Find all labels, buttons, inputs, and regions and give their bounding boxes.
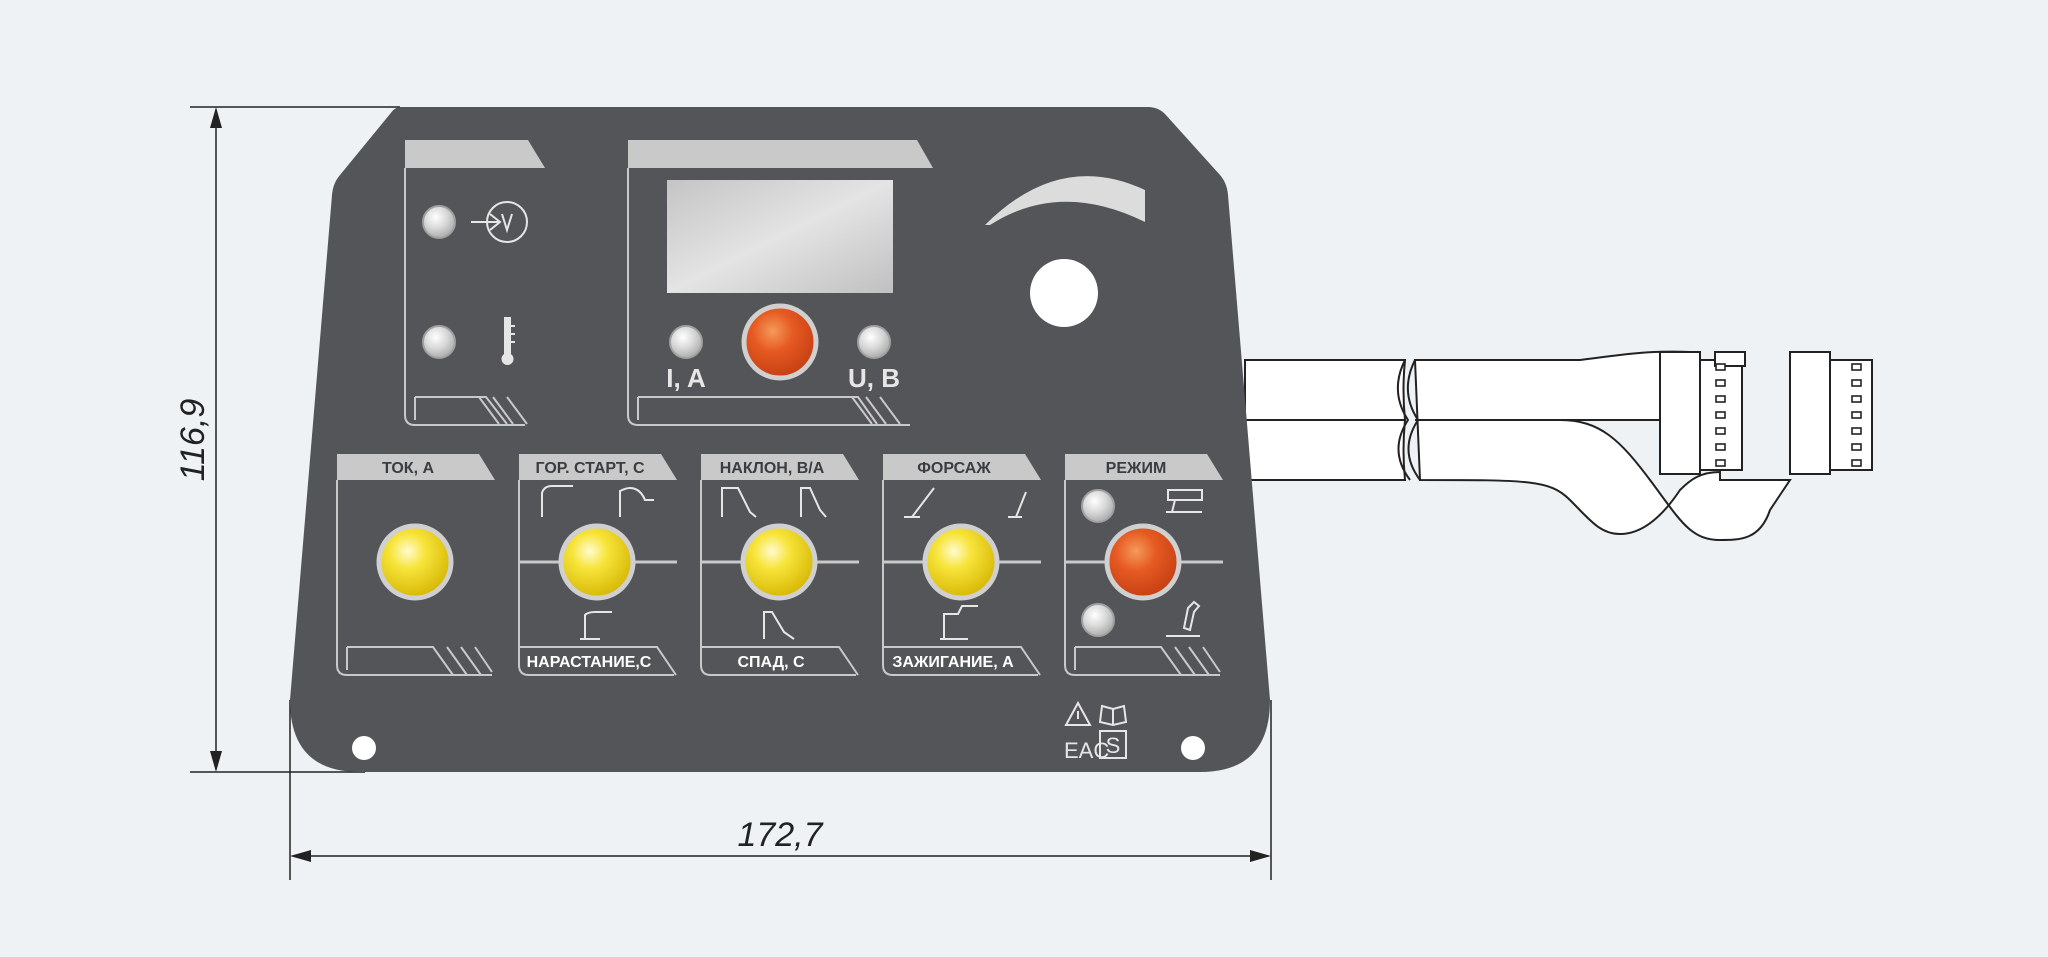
hot-start-icon xyxy=(541,485,573,517)
thermometer-icon xyxy=(501,317,515,365)
current-module: ТОК, А xyxy=(336,454,495,676)
slope-icon xyxy=(721,487,757,518)
warning-icon xyxy=(1064,700,1092,726)
control-panel-body xyxy=(290,107,1270,772)
eac-mark: EAC xyxy=(1064,738,1109,763)
encoder-mount-hole xyxy=(1030,259,1098,327)
s-mark: S xyxy=(1099,730,1127,759)
current-indicator-label: I, A xyxy=(666,363,706,393)
arc-force-icon xyxy=(904,487,1027,518)
width-dimension-label: 172,7 xyxy=(737,816,823,854)
vrd-icon xyxy=(471,201,528,243)
current-module-knob[interactable] xyxy=(376,523,454,601)
mode-module: РЕЖИМ xyxy=(1064,454,1223,676)
mode-tig-icon xyxy=(1166,489,1203,513)
hot-start-module: ГОР. СТАРТ, С НАРАСТАНИЕ,С xyxy=(518,454,677,676)
upslope-icon xyxy=(619,486,654,517)
mounting-hole-left xyxy=(352,736,376,760)
slope-module-bottom-label: СПАД, С xyxy=(737,654,804,671)
mode-mma-icon xyxy=(1166,600,1201,637)
dimension-width xyxy=(289,700,1272,880)
mode-led-top xyxy=(1081,489,1115,523)
mode-module-knob[interactable] xyxy=(1104,523,1182,601)
display-select-button[interactable] xyxy=(741,303,819,381)
voltage-led xyxy=(857,325,891,359)
dimension-height xyxy=(190,106,400,773)
downslope-curve-icon xyxy=(763,611,795,640)
main-encoder-area xyxy=(985,176,1145,327)
voltage-indicator-label: U, B xyxy=(848,363,900,393)
overheat-led xyxy=(422,325,456,359)
vrd-led xyxy=(422,205,456,239)
mounting-hole-right xyxy=(1181,736,1205,760)
current-led xyxy=(669,325,703,359)
hot-start-module-knob[interactable] xyxy=(558,523,636,601)
cable-connector-left xyxy=(1659,351,1746,475)
current-module-title: ТОК, А xyxy=(382,460,434,477)
arc-force-module: ФОРСАЖ ЗАЖИГАНИЕ, А xyxy=(882,454,1041,676)
arc-force-module-knob[interactable] xyxy=(922,523,1000,601)
status-module xyxy=(404,140,545,426)
slope-module-knob[interactable] xyxy=(740,523,818,601)
slope-module: НАКЛОН, В/А СПАД, С xyxy=(700,454,859,676)
mode-led-bottom xyxy=(1081,603,1115,637)
display-screen xyxy=(667,180,893,293)
manual-icon xyxy=(1098,704,1128,727)
downslope-icon xyxy=(800,487,827,518)
hot-start-module-title: ГОР. СТАРТ, С xyxy=(535,460,644,477)
mode-module-title: РЕЖИМ xyxy=(1106,460,1167,477)
arc-force-module-bottom-label: ЗАЖИГАНИЕ, А xyxy=(892,654,1014,671)
hot-start-module-bottom-label: НАРАСТАНИЕ,С xyxy=(527,654,652,671)
height-dimension-label: 116,9 xyxy=(174,399,212,482)
arc-force-module-title: ФОРСАЖ xyxy=(917,460,991,477)
display-module: I, A U, B xyxy=(627,140,933,426)
ignition-icon xyxy=(940,605,978,640)
upslope-curve-icon xyxy=(580,611,612,640)
cable-connector-right xyxy=(1789,351,1873,475)
slope-module-title: НАКЛОН, В/А xyxy=(720,460,825,477)
svg-text:S: S xyxy=(1106,733,1121,758)
